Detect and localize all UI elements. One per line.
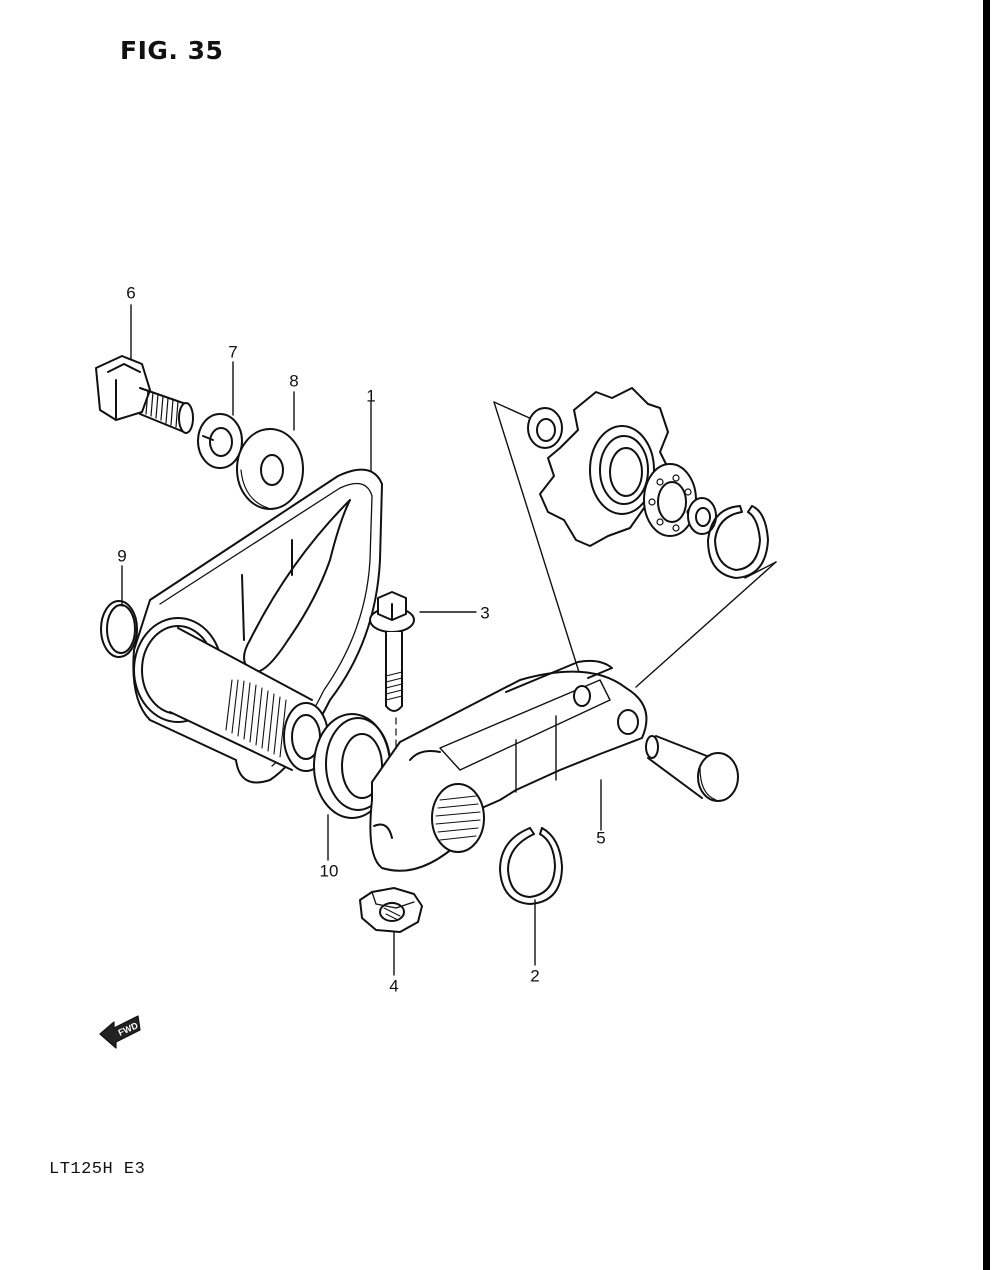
hex-bolt-icon [95, 355, 194, 434]
callout-4: 4 [389, 976, 399, 996]
forward-arrow-icon: FWD [99, 1015, 141, 1049]
leader-lines [121, 304, 777, 976]
flange-nut-icon [359, 887, 423, 933]
flange-bolt-icon [369, 591, 415, 761]
callout-10: 10 [319, 861, 339, 881]
lock-washer-icon [197, 413, 243, 469]
callout-1: 1 [366, 386, 376, 406]
callout-6: 6 [126, 283, 136, 303]
callout-3: 3 [480, 603, 490, 623]
callout-9: 9 [117, 546, 127, 566]
page-edge-strip [990, 0, 1000, 1270]
callout-5: 5 [596, 828, 606, 848]
callout-8: 8 [289, 371, 299, 391]
callout-2: 2 [530, 966, 540, 986]
o-ring-icon [100, 600, 138, 658]
sprocket-icon [527, 387, 769, 579]
callout-7: 7 [228, 342, 238, 362]
tensioner-arm-icon [369, 659, 648, 872]
figure-title: FIG. 35 [120, 36, 224, 65]
model-code: LT125H E3 [49, 1160, 146, 1179]
circlip-icon [499, 827, 563, 905]
clevis-pin-icon [645, 735, 739, 802]
flat-washer-icon [236, 428, 304, 510]
